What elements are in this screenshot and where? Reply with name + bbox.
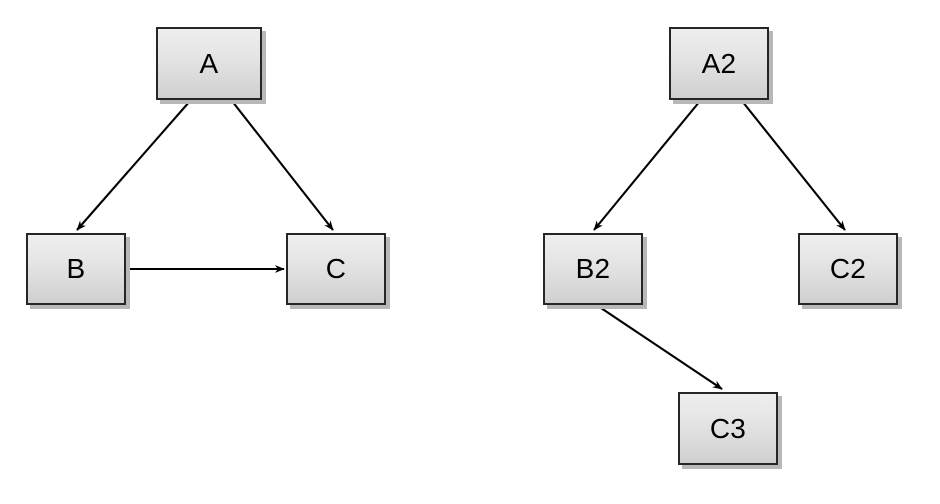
node-label-a: A	[199, 47, 219, 79]
node-label-b: B	[66, 253, 86, 284]
node-label-a2: A2	[701, 47, 737, 79]
edge-a-to-c	[231, 100, 334, 231]
node-a[interactable]: A	[156, 27, 262, 100]
node-c[interactable]: C	[286, 233, 386, 305]
node-label-c3: C3	[709, 412, 747, 444]
node-c2[interactable]: C2	[798, 233, 898, 305]
edge-a2-to-b2	[593, 100, 701, 231]
node-a2[interactable]: A2	[669, 27, 769, 100]
node-label-c: C	[325, 253, 347, 284]
edge-a2-to-c2	[741, 100, 846, 231]
node-c3[interactable]: C3	[678, 392, 778, 465]
node-label-c2: C2	[829, 253, 867, 284]
edge-b2-to-c3	[597, 305, 723, 390]
node-b[interactable]: B	[26, 233, 126, 305]
node-label-b2: B2	[575, 253, 611, 284]
node-b2[interactable]: B2	[543, 233, 643, 305]
edge-a-to-b	[76, 100, 191, 231]
